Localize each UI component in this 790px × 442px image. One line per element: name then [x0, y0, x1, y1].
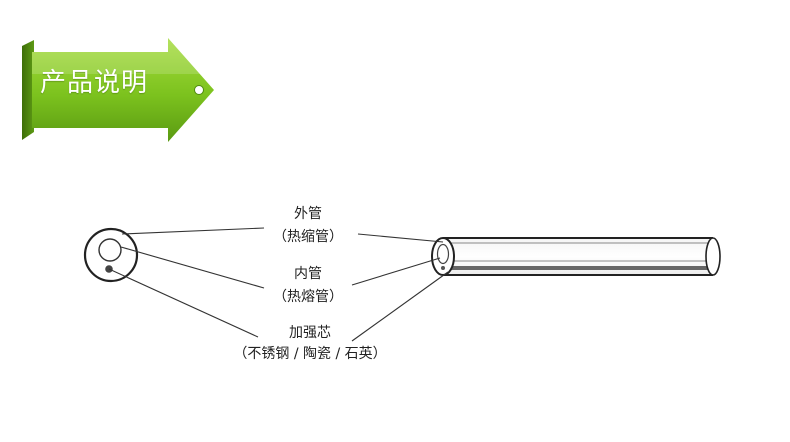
leader-core-right: [351, 271, 449, 342]
banner-fold: [22, 40, 34, 140]
label-core: 加强芯: [289, 325, 331, 341]
banner-hole: [194, 85, 204, 95]
section-banner: [22, 38, 214, 142]
cross-section: [83, 227, 139, 283]
banner-arrow: [32, 38, 214, 142]
label-outer-tube-detail: （热缩管）: [273, 229, 343, 245]
cross-section-inner-tube: [98, 238, 122, 262]
label-inner-tube: 内管: [294, 266, 322, 282]
leader-inner-left: [120, 246, 265, 289]
label-inner-tube-detail: （热熔管）: [273, 289, 343, 305]
leader-inner-right: [351, 257, 441, 286]
side-view-left-inner: [436, 243, 450, 265]
leader-lines: [108, 227, 449, 342]
leader-outer-right: [357, 233, 444, 243]
banner-title: 产品说明: [40, 68, 149, 98]
side-view-right-end: [705, 237, 721, 276]
side-view-core: [443, 266, 713, 270]
side-view: [431, 237, 721, 276]
label-core-detail: （不锈钢 / 陶瓷 / 石英）: [233, 346, 387, 362]
side-view-left-core: [441, 266, 445, 270]
label-outer-tube: 外管: [294, 206, 322, 222]
leader-core-left: [108, 268, 259, 338]
banner-gloss: [32, 38, 200, 74]
leader-outer-left: [121, 227, 265, 235]
